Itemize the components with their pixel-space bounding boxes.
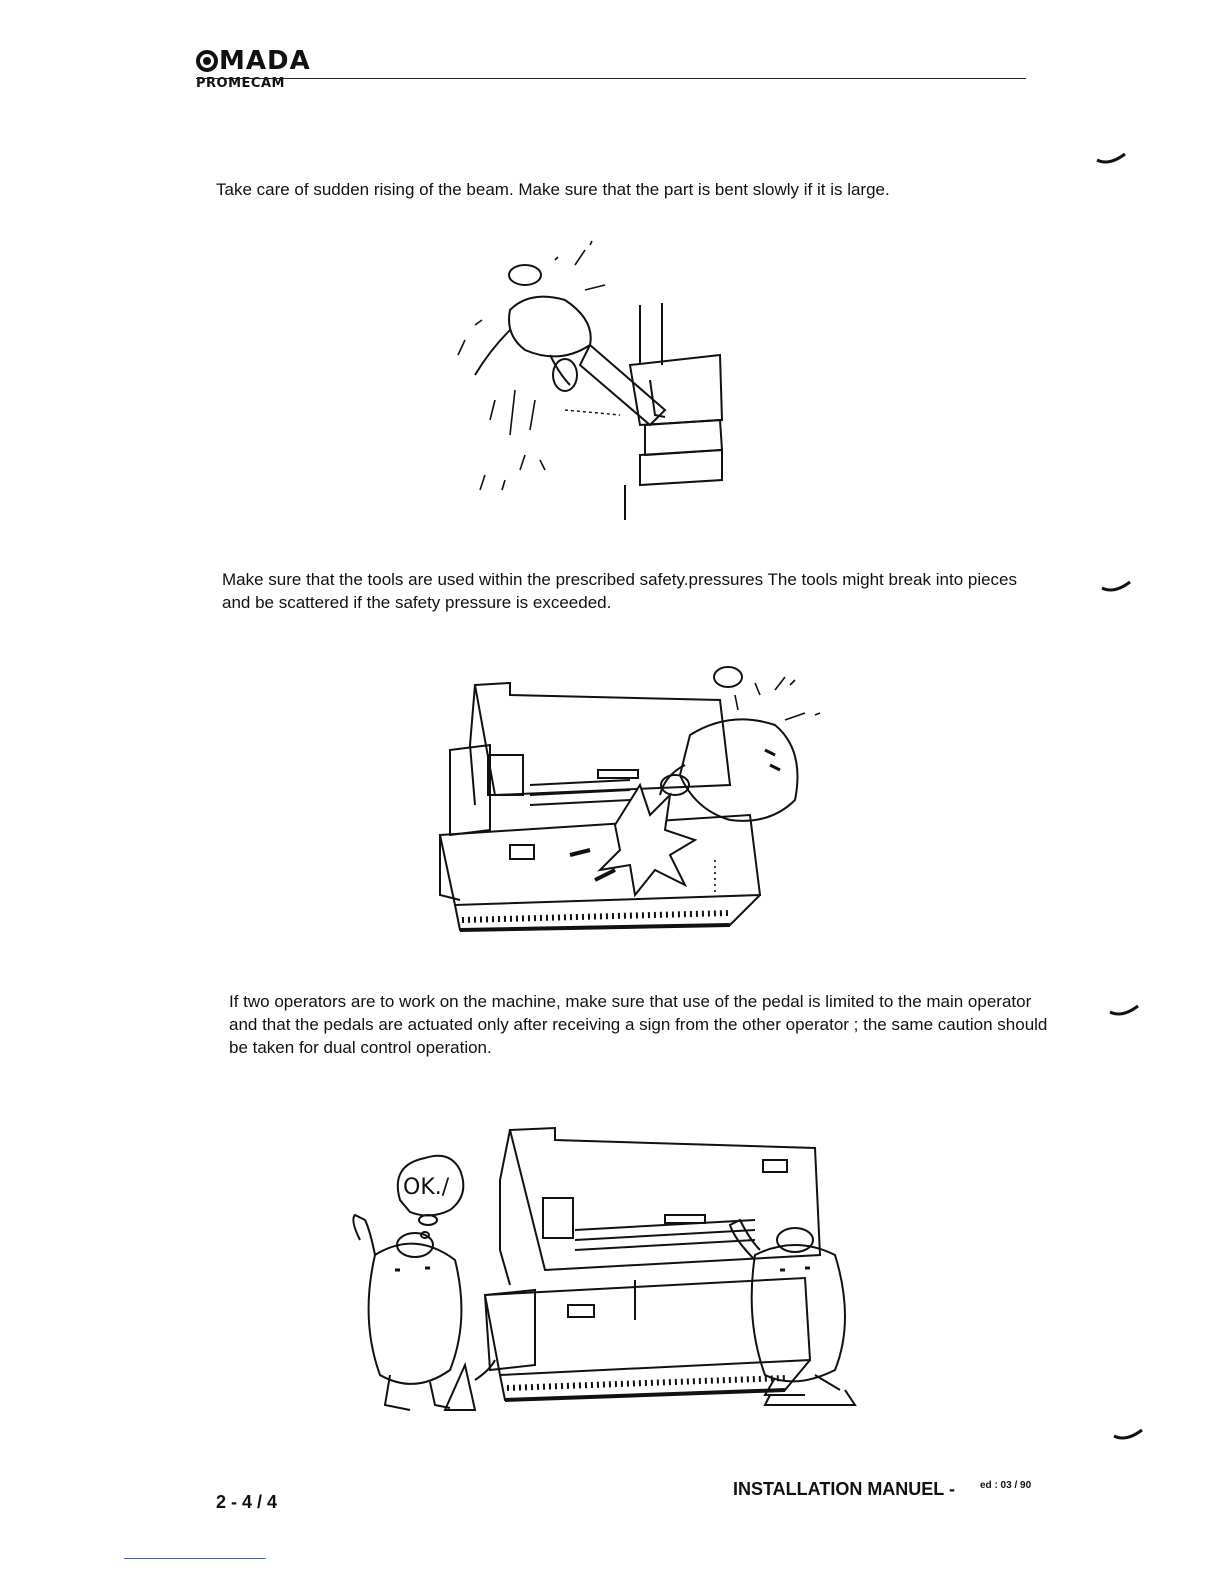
- safety-note-beam: Take care of sudden rising of the beam. …: [216, 180, 890, 199]
- logo-main-text: MADA: [219, 46, 311, 76]
- illustration-two-operators: OK./: [352, 1126, 857, 1411]
- logo-subtext: PROMECAM: [196, 76, 285, 91]
- check-mark-4: [1112, 1428, 1146, 1442]
- logo-ring-icon: [196, 50, 218, 72]
- illustration-tool-breaking: [438, 666, 821, 932]
- edition-label: ed : 03 / 90: [980, 1480, 1032, 1491]
- bottom-rule: [124, 1558, 266, 1559]
- page-number: 2 - 4 / 4: [216, 1492, 278, 1512]
- header-rule: [196, 78, 1026, 79]
- company-logo: MADA PROMECAM: [196, 48, 311, 91]
- safety-note-two-operators: If two operators are to work on the mach…: [229, 992, 1048, 1057]
- speech-bubble-text: OK./: [403, 1175, 450, 1200]
- check-mark-1: [1095, 152, 1129, 166]
- check-mark-3: [1108, 1004, 1142, 1018]
- check-mark-2: [1100, 580, 1134, 594]
- safety-note-tool-pressure: Make sure that the tools are used within…: [222, 570, 1018, 612]
- illustration-beam-rising: [457, 240, 724, 520]
- manual-title: INSTALLATION MANUEL -: [733, 1479, 955, 1499]
